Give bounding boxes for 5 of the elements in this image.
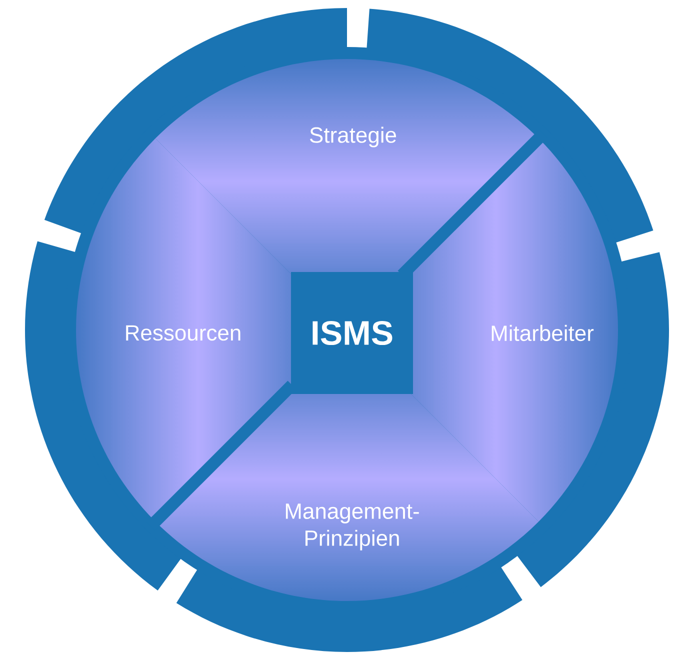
pie-sector: Strategie	[310, 126, 396, 148]
pie-sector: Management-Prinzipien	[286, 504, 419, 550]
pie-sector: Ressourcen	[126, 325, 240, 341]
pie-sector: Mitarbeiter	[492, 324, 594, 342]
center-square: ISMS	[291, 272, 413, 394]
